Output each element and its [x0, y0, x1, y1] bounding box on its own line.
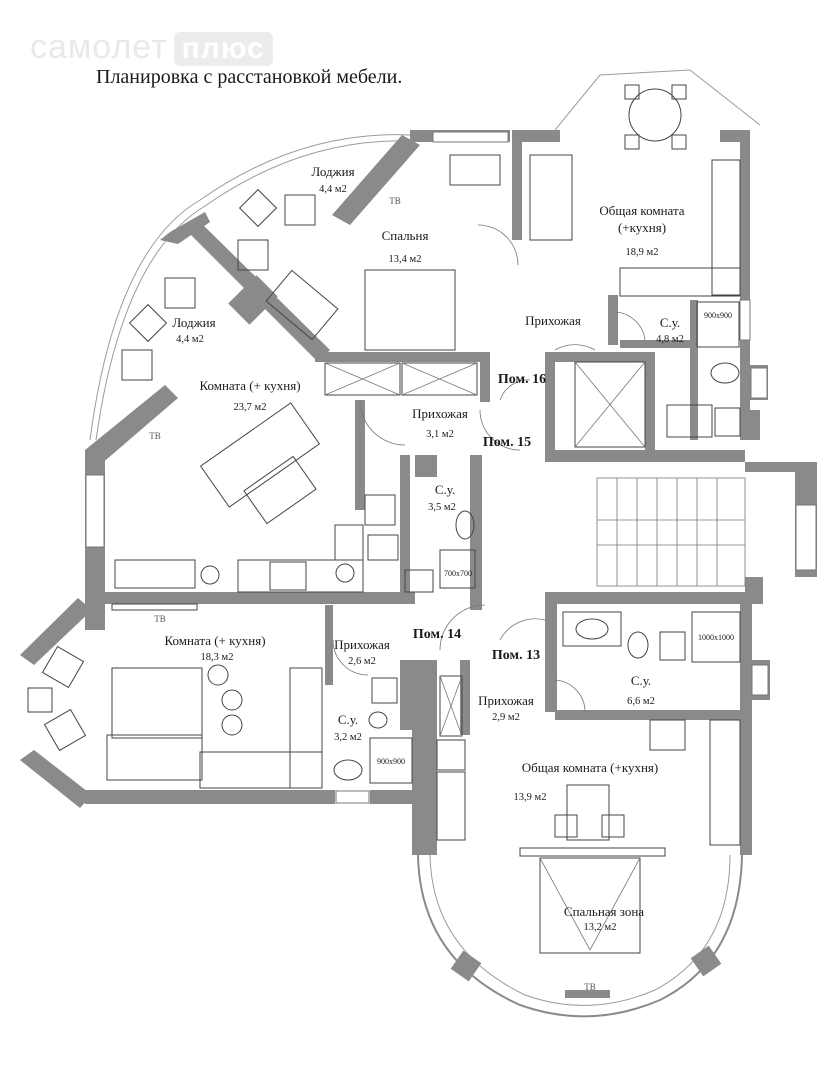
common-top-area: 18,9 м2: [626, 247, 659, 258]
wc-66-area: 6,6 м2: [627, 696, 655, 707]
page-title: Планировка с расстановкой мебели.: [96, 66, 403, 88]
sleep-zone-area: 13,2 м2: [584, 922, 617, 933]
shower-size-wc-32: 900х900: [377, 757, 405, 766]
room-23-name: Комната (+ кухня): [199, 378, 300, 393]
loggia-left-name: Лоджия: [172, 315, 215, 330]
tv-label-bedroom: ТВ: [389, 196, 401, 206]
pom-13-label: Пом. 13: [492, 648, 540, 663]
hall-15-area: 3,1 м2: [426, 429, 454, 440]
pom-15-label: Пом. 15: [483, 435, 531, 450]
glazing-arc-bottom: [417, 854, 743, 1018]
room-labels: Лоджия 4,4 м2 Спальня 13,4 м2 Общая комн…: [164, 164, 684, 933]
tv-label-room-23: ТВ: [149, 431, 161, 441]
glazing-arc-left: [89, 134, 411, 441]
hall-13-name: Прихожая: [478, 693, 534, 708]
pom-16-label: Пом. 16: [498, 372, 546, 387]
room-23-area: 23,7 м2: [234, 402, 267, 413]
hall-15-name: Прихожая: [412, 406, 468, 421]
common-top-sub: (+кухня): [618, 220, 666, 235]
furniture: [27, 84, 741, 954]
wc-32-area: 3,2 м2: [334, 732, 362, 743]
loggia-left-area: 4,4 м2: [176, 334, 204, 345]
hall-14-area: 2,6 м2: [348, 656, 376, 667]
common-bot-area: 13,9 м2: [514, 792, 547, 803]
hall-16-name: Прихожая: [525, 313, 581, 328]
room-18-area: 18,3 м2: [201, 652, 234, 663]
tv-label-room-18: ТВ: [154, 614, 166, 624]
tv-label-sleep-zone: ТВ: [584, 982, 596, 992]
wc-32-name: С.у.: [338, 712, 358, 727]
common-top-name: Общая комната: [599, 203, 684, 218]
doors: [332, 224, 646, 713]
shower-size-top: 900х900: [704, 311, 732, 320]
hall-13-area: 2,9 м2: [492, 712, 520, 723]
bedroom-name: Спальня: [382, 228, 429, 243]
bay-window-top: [554, 69, 761, 131]
windows: [85, 131, 817, 804]
wc-top-name: С.у.: [660, 315, 680, 330]
hall-14-name: Прихожая: [334, 637, 390, 652]
sleep-zone-name: Спальная зона: [564, 904, 644, 919]
wc-35-name: С.у.: [435, 482, 455, 497]
glazing-arc-left-inner: [95, 140, 411, 441]
annotations: ТВ ТВ ТВ ТВ 900х900 700х700 900х900 1000…: [149, 196, 734, 992]
watermark-brand: самолет: [30, 28, 168, 66]
pom-14-label: Пом. 14: [413, 627, 461, 642]
room-18-name: Комната (+ кухня): [164, 633, 265, 648]
shower-size-wc-35: 700х700: [444, 569, 472, 578]
glazing-arc-bottom-inner: [429, 854, 731, 1006]
stairwell: [574, 361, 746, 587]
common-bot-name: Общая комната (+кухня): [522, 760, 658, 775]
wc-top-area: 4,8 м2: [656, 334, 684, 345]
loggia-top-name: Лоджия: [311, 164, 354, 179]
wc-66-name: С.у.: [631, 673, 651, 688]
bedroom-area: 13,4 м2: [389, 254, 422, 265]
loggia-top-area: 4,4 м2: [319, 184, 347, 195]
wc-35-area: 3,5 м2: [428, 502, 456, 513]
unit-labels: Пом. 16 Пом. 15 Пом. 14 Пом. 13: [413, 372, 546, 663]
shower-size-wc-66: 1000х1000: [698, 633, 734, 642]
watermark-badge: плюс: [173, 32, 273, 66]
